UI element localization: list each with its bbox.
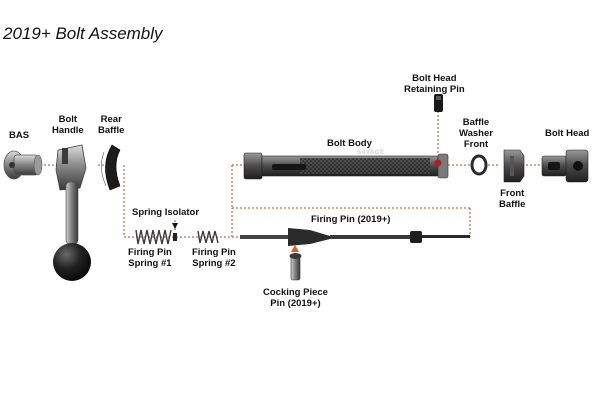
label-firing-pin: Firing Pin (2019+) <box>311 214 391 225</box>
label-spring-isolator: Spring Isolator <box>132 207 200 218</box>
bolt-head-retaining-pin-part <box>434 94 443 112</box>
spring-isolator-part <box>173 233 177 241</box>
brand-mark: SAVAGE <box>357 150 385 156</box>
label-bas: BAS <box>9 130 30 141</box>
spring-isolator-arrow <box>172 223 178 229</box>
label-front-baffle: Front Baffle <box>499 188 526 210</box>
bolt-handle-part <box>53 144 91 281</box>
baffle-washer-front-part <box>470 154 488 176</box>
label-rear-baffle: Rear Baffle <box>98 114 125 136</box>
label-firing-pin-spring-1: Firing Pin Spring #1 <box>128 247 172 269</box>
label-baffle-washer-front: Baffle Washer Front <box>459 117 493 150</box>
label-bolt-head-retaining-pin: Bolt Head Retaining Pin <box>404 73 465 95</box>
front-baffle-part <box>503 149 525 183</box>
bolt-head-part <box>541 149 589 183</box>
label-firing-pin-spring-2: Firing Pin Spring #2 <box>192 247 236 269</box>
label-bolt-body: Bolt Body <box>327 138 372 149</box>
label-bolt-head: Bolt Head <box>545 128 590 139</box>
pointer-arrows <box>172 223 299 252</box>
bolt-body-part <box>243 152 449 180</box>
label-cocking-piece-pin: Cocking Piece Pin (2019+) <box>263 287 328 309</box>
firing-pin-part <box>240 228 470 246</box>
firing-pin-spring-2-part <box>197 230 219 244</box>
cocking-piece-pin-part <box>289 253 302 281</box>
firing-pin-spring-1-part <box>135 229 172 245</box>
diagram-title: 2019+ Bolt Assembly <box>3 24 163 43</box>
label-bolt-handle: Bolt Handle <box>52 114 84 136</box>
cocking-piece-arrow <box>291 245 299 252</box>
bas-part <box>3 150 43 180</box>
rear-baffle-part <box>101 144 121 191</box>
